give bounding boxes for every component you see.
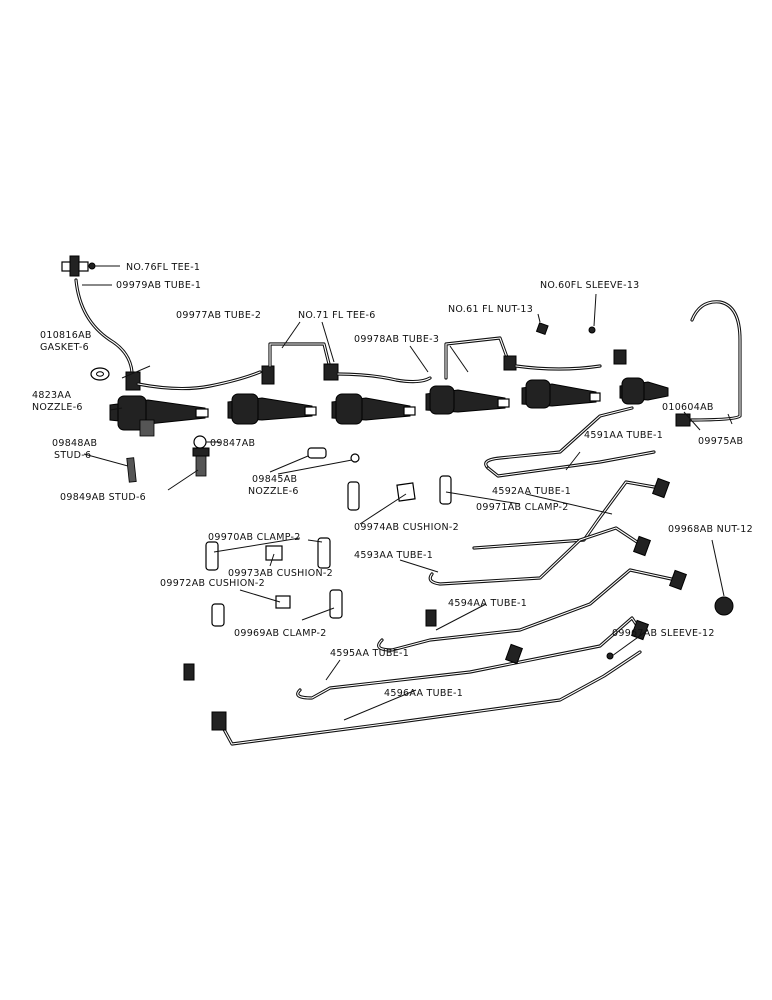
label-part-010604: 010604AB xyxy=(662,402,714,413)
tube-4594-part xyxy=(377,568,688,652)
nozzle-5-part xyxy=(521,379,601,409)
label-nozzle-4823: 4823AA xyxy=(32,390,71,401)
nozzle-2-part xyxy=(227,365,317,425)
tube-09978-part xyxy=(444,336,627,380)
tube-09975-part xyxy=(675,300,742,427)
label-stud-09848-2: STUD-6 xyxy=(54,450,91,461)
tee-76-part xyxy=(61,255,96,277)
label-gasket-010816-2: GASKET-6 xyxy=(40,342,89,353)
nozzle-4-part xyxy=(425,385,510,415)
label-tube-4594: 4594AA TUBE-1 xyxy=(448,598,527,609)
label-clamp-09970: 09970AB CLAMP-2 xyxy=(208,532,301,543)
label-nozzle-09845-2: NOZZLE-6 xyxy=(248,486,299,497)
label-tube-4593: 4593AA TUBE-1 xyxy=(354,550,433,561)
label-clamp-09971: 09971AB CLAMP-2 xyxy=(476,502,569,513)
label-tee-76: NO.76FL TEE-1 xyxy=(126,262,200,273)
clamp-09970-part xyxy=(205,537,331,571)
nozzle-3-part xyxy=(331,393,416,425)
cushion-09972-part xyxy=(275,595,291,609)
sleeve-60-part xyxy=(588,326,596,334)
tube-4592-part xyxy=(472,477,671,550)
label-nozzle-09845: 09845AB xyxy=(252,474,297,485)
label-tee-71: NO.71 FL TEE-6 xyxy=(298,310,376,321)
label-cushion-09973: 09973AB CUSHION-2 xyxy=(228,568,333,579)
label-part-09975: 09975AB xyxy=(698,436,743,447)
label-part-09847: 09847AB xyxy=(210,438,255,449)
nut-09968-part xyxy=(714,596,734,616)
label-cushion-09974: 09974AB CUSHION-2 xyxy=(354,522,459,533)
tube-4596-part xyxy=(211,643,642,746)
label-tube-4595: 4595AA TUBE-1 xyxy=(330,648,409,659)
label-clamp-09969: 09969AB CLAMP-2 xyxy=(234,628,327,639)
nozzle-4823-part xyxy=(109,395,209,437)
stud-09848-part xyxy=(126,457,137,483)
label-stud-09849: 09849AB STUD-6 xyxy=(60,492,146,503)
label-sleeve-09967: 09967AB SLEEVE-12 xyxy=(612,628,715,639)
label-tube-09978: 09978AB TUBE-3 xyxy=(354,334,439,345)
label-gasket-010816: 010816AB xyxy=(40,330,92,341)
clamp-09971-part xyxy=(347,475,452,511)
label-tube-4596: 4596AA TUBE-1 xyxy=(384,688,463,699)
label-tube-4591: 4591AA TUBE-1 xyxy=(584,430,663,441)
tube-4595-part xyxy=(183,616,650,700)
cushion-09973-part xyxy=(265,545,283,561)
nozzle-6-part xyxy=(619,377,669,405)
label-sleeve-60: NO.60FL SLEEVE-13 xyxy=(540,280,640,291)
nut-61-part xyxy=(535,322,549,336)
tube-4593-part xyxy=(428,526,652,586)
label-tube-09979: 09979AB TUBE-1 xyxy=(116,280,201,291)
label-tube-4592: 4592AA TUBE-1 xyxy=(492,486,571,497)
part-09847 xyxy=(193,435,207,449)
tube-4591-part xyxy=(484,406,656,478)
clamp-09969-part xyxy=(211,589,343,627)
label-stud-09848: 09848AB xyxy=(52,438,97,449)
label-nut-09968: 09968AB NUT-12 xyxy=(668,524,753,535)
sleeve-09967-part xyxy=(606,652,614,660)
label-cushion-09972: 09972AB CUSHION-2 xyxy=(160,578,265,589)
tube-09979-part xyxy=(74,278,262,391)
nozzle-09845-part xyxy=(307,447,360,463)
tube-09977-part xyxy=(268,342,432,384)
label-tube-09977: 09977AB TUBE-2 xyxy=(176,310,261,321)
label-nozzle-4823-2: NOZZLE-6 xyxy=(32,402,83,413)
gasket-010816-part xyxy=(90,367,110,381)
label-nut-61: NO.61 FL NUT-13 xyxy=(448,304,533,315)
